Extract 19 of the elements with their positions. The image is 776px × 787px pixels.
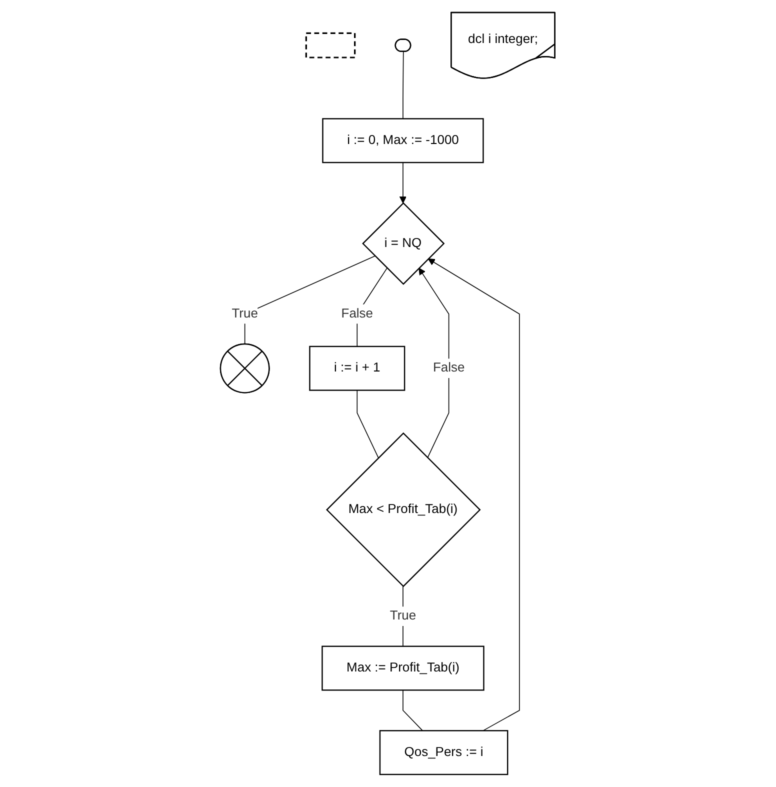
- connector: [244, 256, 376, 344]
- edge-label: True: [390, 609, 416, 623]
- connector: [357, 390, 380, 458]
- flowchart-diagram: True False False True dcl i integer; i := 0, Max := -1000 i = NQ i := i + 1 Max < Profit_Tab(i) Max := Profit_Tab(i) Qos_Pers := i: [214, 6, 562, 781]
- node-box: [322, 646, 485, 691]
- connector: [402, 51, 404, 120]
- arrow: [418, 268, 450, 458]
- arrow: [400, 162, 407, 204]
- node-box: [380, 730, 509, 776]
- node-diamond: [326, 432, 482, 588]
- node-box: [309, 346, 406, 391]
- edge-label: False: [433, 361, 465, 375]
- arrow: [428, 258, 520, 732]
- edge-label: False: [342, 306, 374, 321]
- connector: [402, 690, 424, 732]
- node-diamond: [362, 202, 446, 285]
- node-box: [322, 118, 484, 164]
- edge-label: True: [232, 306, 258, 321]
- node-box: [306, 32, 356, 58]
